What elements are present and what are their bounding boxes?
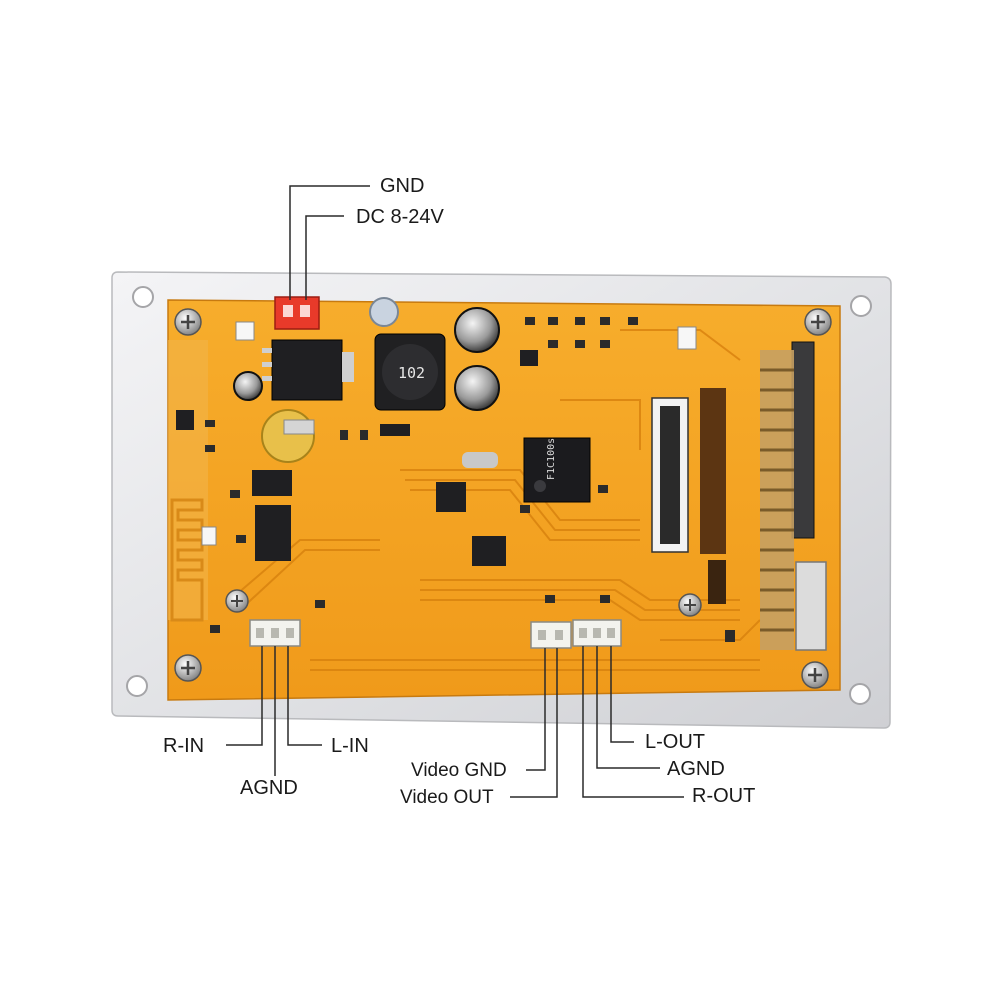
fpc-connector	[651, 388, 726, 604]
label-l-in: L-IN	[331, 735, 369, 757]
label-agnd-out: AGND	[667, 758, 725, 780]
label-l-out: L-OUT	[645, 731, 705, 753]
label-r-out: R-OUT	[692, 785, 756, 807]
main-soc-chip: F1C100s	[523, 437, 591, 503]
inductor-marking: 102	[398, 364, 425, 382]
label-r-in: R-IN	[163, 735, 205, 757]
side-connector	[760, 341, 827, 651]
label-dc-power: DC 8-24V	[356, 206, 444, 228]
coin-battery	[261, 409, 315, 463]
regulator-chip	[262, 339, 354, 401]
smd-components	[205, 317, 735, 642]
audio-in-connector	[249, 619, 301, 647]
label-video-out: Video OUT	[400, 787, 494, 808]
audio-out-connector	[572, 619, 622, 647]
callout-lines	[226, 185, 684, 798]
white-components	[201, 321, 697, 546]
board-screws	[174, 308, 832, 689]
label-agnd-in: AGND	[240, 777, 298, 799]
label-gnd: GND	[380, 175, 425, 197]
video-out-connector	[530, 621, 572, 649]
inductor: 102	[374, 333, 446, 411]
soc-marking: F1C100s	[546, 438, 557, 480]
capacitors	[233, 297, 500, 411]
power-connector	[274, 296, 320, 330]
label-video-gnd: Video GND	[411, 760, 507, 781]
ic-chips	[176, 350, 538, 566]
